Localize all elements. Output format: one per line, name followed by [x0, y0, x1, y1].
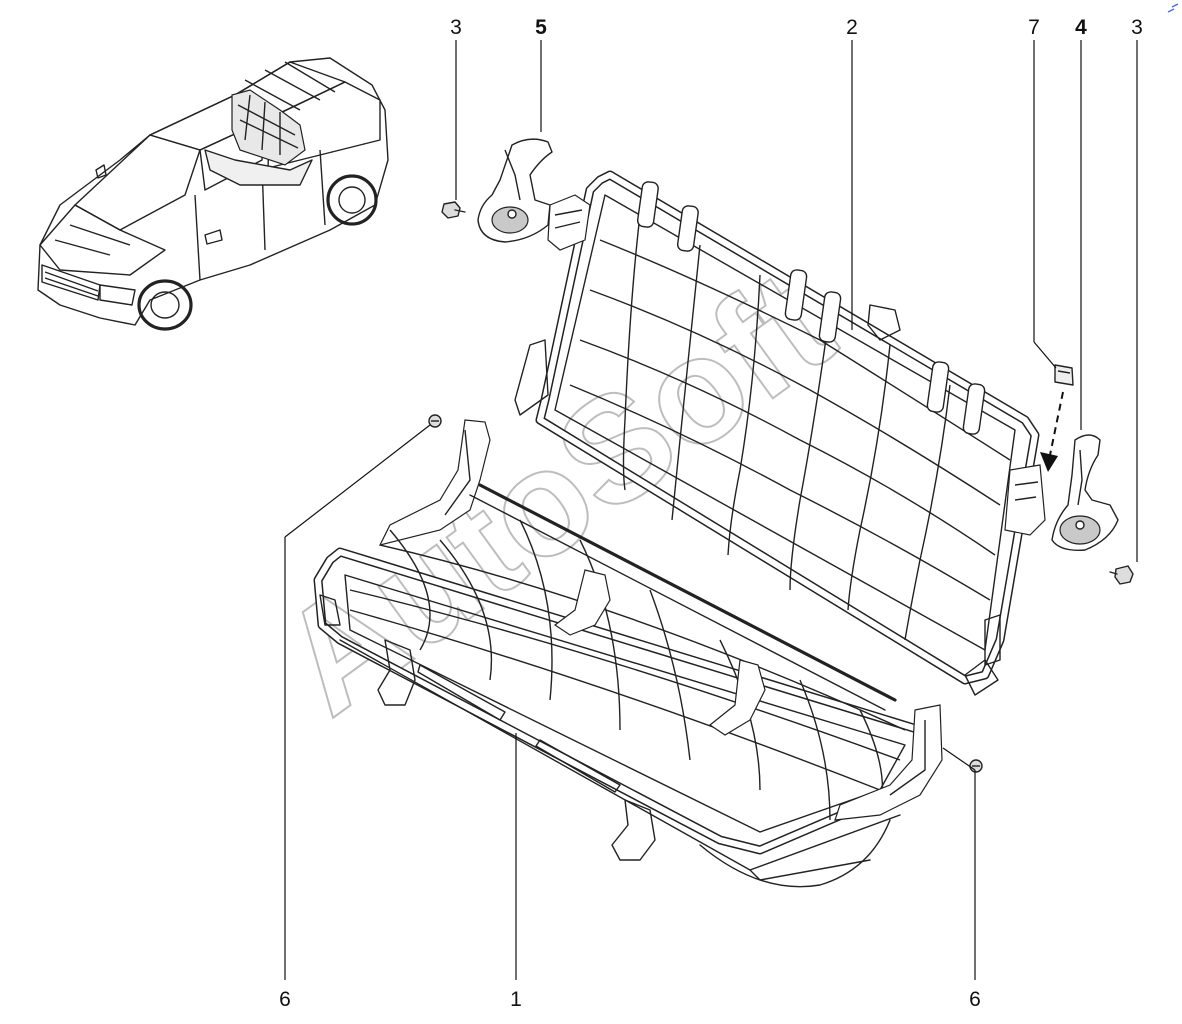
- callout-1: 1: [510, 988, 522, 1011]
- part-3-clip-right: [1109, 565, 1134, 585]
- headrest-guides: [636, 181, 986, 435]
- vehicle-locator-illustration: [37, 57, 389, 331]
- callout-5: 5: [535, 16, 547, 39]
- callout-numbers: 3 5 2 7 4 3 6 1 6: [279, 16, 1143, 1011]
- watermark: AutoSoft: [249, 237, 862, 747]
- part-2-backrest-frame: [514, 170, 1046, 696]
- part-6-screw-right: [969, 759, 983, 773]
- callout-2: 2: [846, 16, 858, 39]
- part-3-clip-left: [441, 201, 466, 219]
- part-1-cushion-frame: [313, 419, 943, 888]
- assembly-arrow: [1040, 391, 1064, 472]
- leader-lines: [284, 40, 1138, 980]
- part-6-screw-left: [428, 414, 442, 428]
- watermark-text: AutoSoft: [250, 238, 861, 746]
- part-7-cap: [1054, 364, 1074, 386]
- callout-7: 7: [1028, 16, 1040, 39]
- callout-3-left: 3: [450, 16, 462, 39]
- callout-6-left: 6: [279, 988, 291, 1011]
- callout-3-right: 3: [1131, 16, 1143, 39]
- callout-4: 4: [1075, 16, 1087, 39]
- part-4-hinge-cover-right: [1051, 434, 1119, 551]
- part-5-hinge-cover-left: [477, 138, 553, 243]
- corner-mark: [1167, 3, 1179, 13]
- callout-6-right: 6: [969, 988, 981, 1011]
